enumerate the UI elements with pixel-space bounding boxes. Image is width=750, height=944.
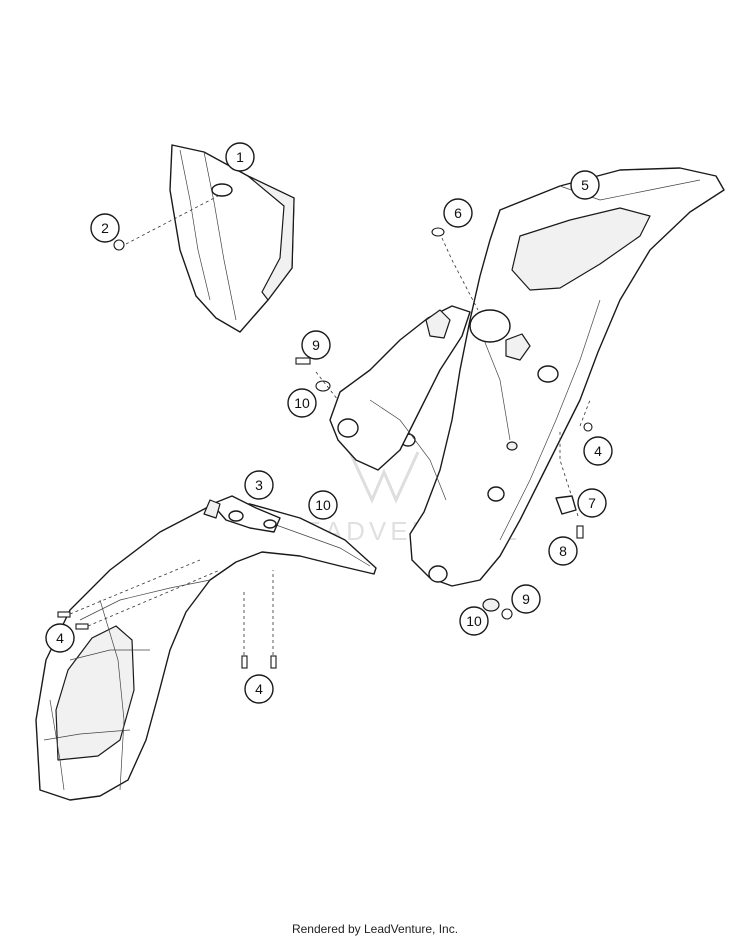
front-fender — [35, 495, 377, 801]
screw-icon — [583, 422, 593, 432]
screw-icon — [57, 611, 71, 618]
svg-text:7: 7 — [588, 495, 596, 511]
svg-text:10: 10 — [315, 497, 331, 513]
callout-3: 3 — [244, 470, 274, 500]
screw-icon — [241, 655, 248, 669]
callout-4-front-left: 4 — [45, 623, 75, 653]
callout-6: 6 — [443, 198, 473, 228]
bolt-icon — [576, 525, 584, 539]
svg-text:4: 4 — [255, 681, 263, 697]
svg-text:4: 4 — [594, 443, 602, 459]
svg-text:1: 1 — [236, 149, 244, 165]
svg-text:3: 3 — [255, 477, 263, 493]
callout-10-upper: 10 — [287, 388, 317, 418]
svg-text:2: 2 — [101, 220, 109, 236]
callout-7: 7 — [577, 488, 607, 518]
bolt-icon — [501, 608, 513, 620]
callout-10-front: 10 — [308, 490, 338, 520]
leader-lines — [69, 195, 591, 655]
callout-4-front-bottom: 4 — [244, 674, 274, 704]
callout-1: 1 — [225, 142, 255, 172]
callout-9-lower: 9 — [511, 584, 541, 614]
callout-2: 2 — [90, 213, 120, 243]
callout-8: 8 — [548, 536, 578, 566]
rear-fender — [329, 167, 725, 587]
callout-4-rear: 4 — [583, 436, 613, 466]
bushing-icon — [555, 495, 577, 515]
hardware — [57, 227, 593, 669]
svg-text:9: 9 — [522, 591, 530, 607]
washer-icon — [482, 598, 500, 612]
callout-9-upper: 9 — [301, 330, 331, 360]
screw-icon — [75, 623, 89, 630]
svg-text:8: 8 — [559, 543, 567, 559]
bolt-icon — [295, 357, 311, 365]
callout-10-lower: 10 — [459, 606, 489, 636]
bolt-icon — [431, 227, 445, 237]
svg-text:6: 6 — [454, 205, 462, 221]
screw-icon — [113, 239, 125, 251]
screw-icon — [270, 655, 277, 669]
washer-icon — [315, 380, 331, 392]
svg-text:9: 9 — [312, 337, 320, 353]
callout-5: 5 — [570, 170, 600, 200]
number-plate — [169, 144, 295, 333]
render-credit: Rendered by LeadVenture, Inc. — [291, 922, 459, 936]
svg-text:10: 10 — [294, 395, 310, 411]
svg-text:4: 4 — [56, 630, 64, 646]
svg-text:10: 10 — [466, 613, 482, 629]
svg-text:5: 5 — [581, 177, 589, 193]
